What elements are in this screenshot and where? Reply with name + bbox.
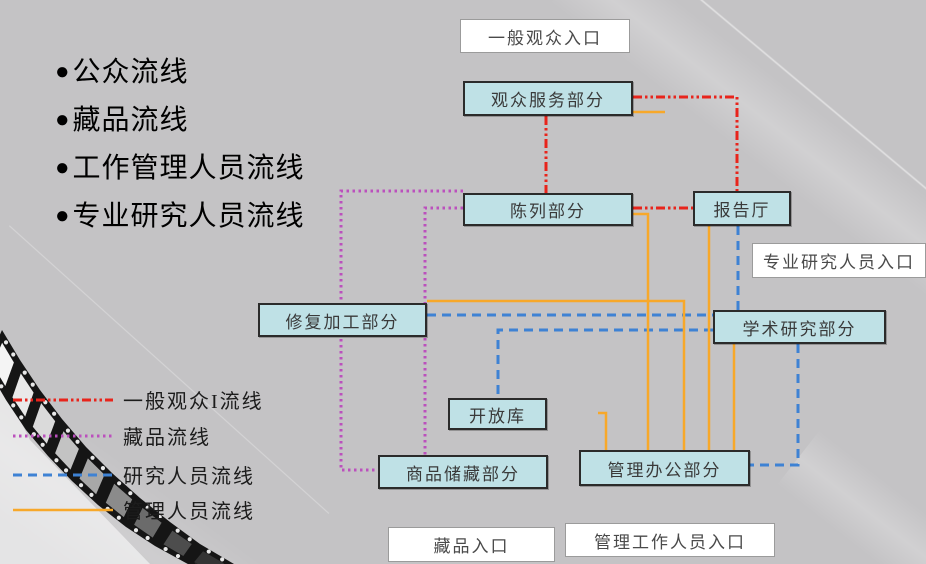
legend-line-swatch [13, 473, 113, 476]
film-strip-shape [0, 380, 150, 564]
flow-line-collection [423, 206, 463, 455]
flow-list-item: ●工作管理人员流线 [55, 144, 305, 192]
film-sprocket-hole [187, 537, 192, 542]
bullet-icon: ● [55, 58, 71, 85]
node-entrance-researcher: 专业研究人员入口 [752, 243, 926, 278]
flow-line-management [633, 212, 650, 450]
film-strip-shape [194, 551, 225, 564]
film-strip-shape [163, 530, 192, 556]
film-sprocket-hole [157, 514, 162, 520]
legend-line-swatch [13, 434, 113, 437]
node-visitor-service: 观众服务部分 [463, 81, 633, 116]
film-sprocket-hole [117, 481, 122, 486]
bullet-icon: ● [55, 154, 71, 181]
film-sprocket-hole [145, 535, 150, 541]
film-sprocket-hole [43, 400, 48, 405]
legend-label: 一般观众I流线 [123, 391, 264, 413]
film-sprocket-hole [78, 483, 84, 488]
film-sprocket-hole [3, 340, 9, 345]
flow-line-research [750, 344, 800, 467]
film-sprocket-hole [90, 455, 95, 460]
flow-line-research [496, 328, 713, 398]
flow-list-label: 专业研究人员流线 [72, 200, 305, 231]
flow-list-item: ●公众流线 [55, 48, 305, 96]
film-sprocket-hole [63, 468, 69, 473]
film-strip-icon [0, 330, 234, 564]
node-entrance-general: 一般观众入口 [460, 19, 630, 53]
film-sprocket-hole [133, 528, 139, 533]
legend-line-swatch [13, 508, 113, 511]
flow-line-collection [339, 189, 463, 472]
legend-line-swatch [13, 398, 113, 401]
film-strip-shape [105, 483, 133, 518]
film-strip-shape [32, 403, 56, 444]
node-entrance-staff: 管理工作人员入口 [565, 523, 775, 557]
film-sprocket-hole [145, 505, 150, 510]
flow-line-management [427, 299, 686, 450]
flow-type-list: ●公众流线●藏品流线●工作管理人员流线●专业研究人员流线 [55, 48, 305, 240]
film-sprocket-hole [116, 515, 121, 520]
flow-list-label: 公众流线 [72, 56, 189, 87]
film-sprocket-hole [0, 384, 4, 389]
film-strip-shape [55, 431, 79, 470]
bullet-icon: ● [55, 106, 71, 133]
film-sprocket-hole [22, 370, 27, 375]
film-sprocket-hole [206, 549, 211, 554]
legend-item-orange: 管理人员流线 [13, 495, 255, 524]
bullet-icon: ● [55, 202, 71, 229]
film-sprocket-hole [100, 466, 106, 471]
legend-item-purple: 藏品流线 [13, 421, 211, 450]
film-sprocket-hole [175, 553, 181, 559]
film-sprocket-hole [11, 352, 16, 357]
flow-line-management [598, 411, 608, 450]
film-strip-shape [0, 342, 14, 386]
node-exhibition: 陈列部分 [463, 193, 633, 226]
film-strip-shape [134, 507, 162, 538]
legend-label: 管理人员流线 [123, 501, 255, 523]
film-sprocket-hole [175, 528, 180, 533]
legend-label: 研究人员流线 [123, 466, 255, 488]
node-lecture-hall: 报告厅 [693, 191, 791, 226]
flow-list-label: 工作管理人员流线 [72, 152, 305, 183]
node-goods-storage: 商品储藏部分 [378, 455, 548, 489]
legend-item-red: 一般观众I流线 [13, 385, 264, 414]
legend-label: 藏品流线 [123, 427, 211, 449]
film-sprocket-hole [65, 428, 71, 433]
film-strip-shape [12, 373, 34, 417]
node-academic-research: 学术研究部分 [713, 310, 886, 344]
film-sprocket-hole [220, 557, 225, 562]
film-sprocket-hole [40, 442, 45, 447]
node-entrance-collection: 藏品入口 [388, 527, 555, 562]
flow-list-item: ●专业研究人员流线 [55, 192, 305, 240]
film-sprocket-hole [11, 403, 16, 408]
film-sprocket-hole [19, 415, 24, 420]
film-strip-shape [79, 458, 105, 495]
film-sprocket-hole [30, 382, 35, 387]
node-restoration: 修复加工部分 [258, 303, 427, 337]
film-sprocket-hole [163, 546, 168, 552]
film-sprocket-hole [54, 458, 59, 463]
flow-list-item: ●藏品流线 [55, 96, 305, 144]
film-sprocket-hole [128, 491, 133, 496]
node-open-storage: 开放库 [448, 398, 547, 430]
film-sprocket-hole [89, 492, 94, 497]
flow-list-label: 藏品流线 [72, 104, 189, 135]
node-admin-office: 管理办公部分 [579, 450, 750, 486]
film-sprocket-hole [75, 439, 80, 444]
legend-item-blue: 研究人员流线 [13, 460, 255, 489]
film-sprocket-hole [52, 411, 57, 416]
